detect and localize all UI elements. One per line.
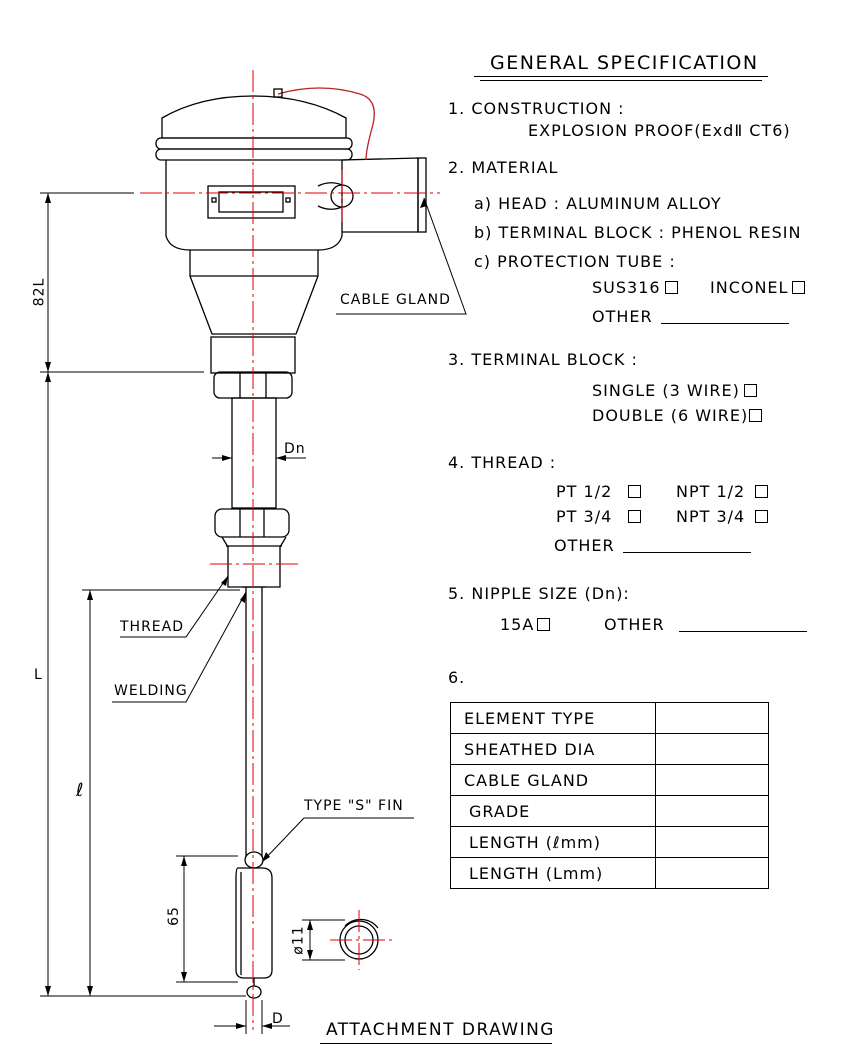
sus316-checkbox[interactable] xyxy=(664,281,678,294)
dim-82l: 82L xyxy=(31,277,48,307)
table-value-cell[interactable] xyxy=(655,795,769,827)
construction-label: CONSTRUCTION : xyxy=(471,99,625,118)
material-protection-tube: c) PROTECTION TUBE : xyxy=(474,252,676,271)
construction-value: EXPLOSION PROOF(ExdⅡ CT6) xyxy=(528,121,791,140)
option-npt12: NPT 1/2 xyxy=(676,483,769,501)
lower-nut xyxy=(214,508,290,538)
footer-title: ATTACHMENT DRAWING xyxy=(326,1020,555,1040)
table-row: LENGTH (Lmm) xyxy=(450,857,769,889)
table-label: GRADE xyxy=(450,795,656,827)
thread-body xyxy=(221,536,287,588)
table-label: LENGTH (ℓmm) xyxy=(450,826,656,858)
material-terminal-block: b) TERMINAL BLOCK : PHENOL RESIN xyxy=(474,223,802,242)
item-3: 3. TERMINAL BLOCK : xyxy=(448,350,638,369)
item-2: 2. MATERIAL xyxy=(448,158,559,177)
single-checkbox[interactable] xyxy=(743,384,757,397)
option-pt12: PT 1/2 xyxy=(556,483,642,501)
head-ring xyxy=(155,137,353,150)
table-label: SHEATHED DIA xyxy=(450,733,656,765)
nipple-other-blank[interactable] xyxy=(678,631,807,632)
table-row: CABLE GLAND xyxy=(450,764,769,796)
option-sus316: SUS316 xyxy=(592,279,678,297)
table-label: LENGTH (Lmm) xyxy=(450,857,656,889)
table-value-cell[interactable] xyxy=(655,764,769,796)
double-checkbox[interactable] xyxy=(749,409,763,422)
welding-label: WELDING xyxy=(114,683,188,699)
table-value-cell[interactable] xyxy=(655,733,769,765)
pt12-checkbox[interactable] xyxy=(628,485,642,498)
option-material-other: OTHER xyxy=(592,308,789,326)
npt12-checkbox[interactable] xyxy=(755,485,769,498)
thread-label: THREAD xyxy=(120,619,185,635)
option-thread-other: OTHER xyxy=(554,537,751,555)
dim-l: L xyxy=(34,667,43,683)
npt34-checkbox[interactable] xyxy=(755,510,769,523)
inconel-checkbox[interactable] xyxy=(792,281,806,294)
option-15a: 15A xyxy=(500,616,551,634)
item-6: 6. xyxy=(448,668,466,687)
fin xyxy=(235,867,273,979)
spec-title: GENERAL SPECIFICATION xyxy=(490,52,759,74)
table-row: SHEATHED DIA xyxy=(450,733,769,765)
option-single: SINGLE (3 WIRE) xyxy=(592,382,757,400)
name-plate xyxy=(207,185,296,219)
option-npt34: NPT 3/4 xyxy=(676,508,769,526)
thread-other-blank[interactable] xyxy=(622,552,751,553)
option-inconel: INCONEL xyxy=(710,279,806,297)
neck xyxy=(189,250,319,335)
material-head: a) HEAD : ALUMINUM ALLOY xyxy=(474,194,722,213)
head-body xyxy=(165,160,343,251)
fin-label: TYPE "S" FIN xyxy=(304,798,404,814)
15a-checkbox[interactable] xyxy=(537,618,551,631)
dn-label: Dn xyxy=(284,441,306,457)
table-row: GRADE xyxy=(450,795,769,827)
footer-underline xyxy=(320,1043,552,1044)
nipple-pipe xyxy=(231,397,277,509)
item-5: 5. NIPPLE SIZE (Dn): xyxy=(448,584,630,603)
thread-spec-label: THREAD : xyxy=(471,453,557,472)
dim-d: D xyxy=(272,1011,284,1027)
table-value-cell[interactable] xyxy=(655,826,769,858)
spec-title-underline xyxy=(474,76,768,77)
table-label: CABLE GLAND xyxy=(450,764,656,796)
table-label: ELEMENT TYPE xyxy=(450,702,656,734)
table-value-cell[interactable] xyxy=(655,857,769,889)
dim-d11: ø11 xyxy=(290,925,307,955)
table-value-cell[interactable] xyxy=(655,702,769,734)
dim-ell: ℓ xyxy=(76,780,85,801)
terminal-block-label: TERMINAL BLOCK : xyxy=(471,350,638,369)
item-4: 4. THREAD : xyxy=(448,453,557,472)
option-double: DOUBLE (6 WIRE) xyxy=(592,407,763,425)
head-cover xyxy=(161,95,347,139)
cable-gland-label: CABLE GLAND xyxy=(340,292,451,308)
pt34-checkbox[interactable] xyxy=(628,510,642,523)
option-pt34: PT 3/4 xyxy=(556,508,642,526)
material-other-blank[interactable] xyxy=(660,323,789,324)
table-row: LENGTH (ℓmm) xyxy=(450,826,769,858)
spec-table: ELEMENT TYPE SHEATHED DIA CABLE GLAND GR… xyxy=(450,702,769,889)
item-1: 1. CONSTRUCTION : xyxy=(448,99,625,118)
nipple-label: NIPPLE SIZE (Dn): xyxy=(471,584,630,603)
dim-65: 65 xyxy=(165,906,182,926)
material-label: MATERIAL xyxy=(471,158,559,177)
table-row: ELEMENT TYPE xyxy=(450,702,769,734)
option-nipple-other: OTHER xyxy=(604,616,807,634)
